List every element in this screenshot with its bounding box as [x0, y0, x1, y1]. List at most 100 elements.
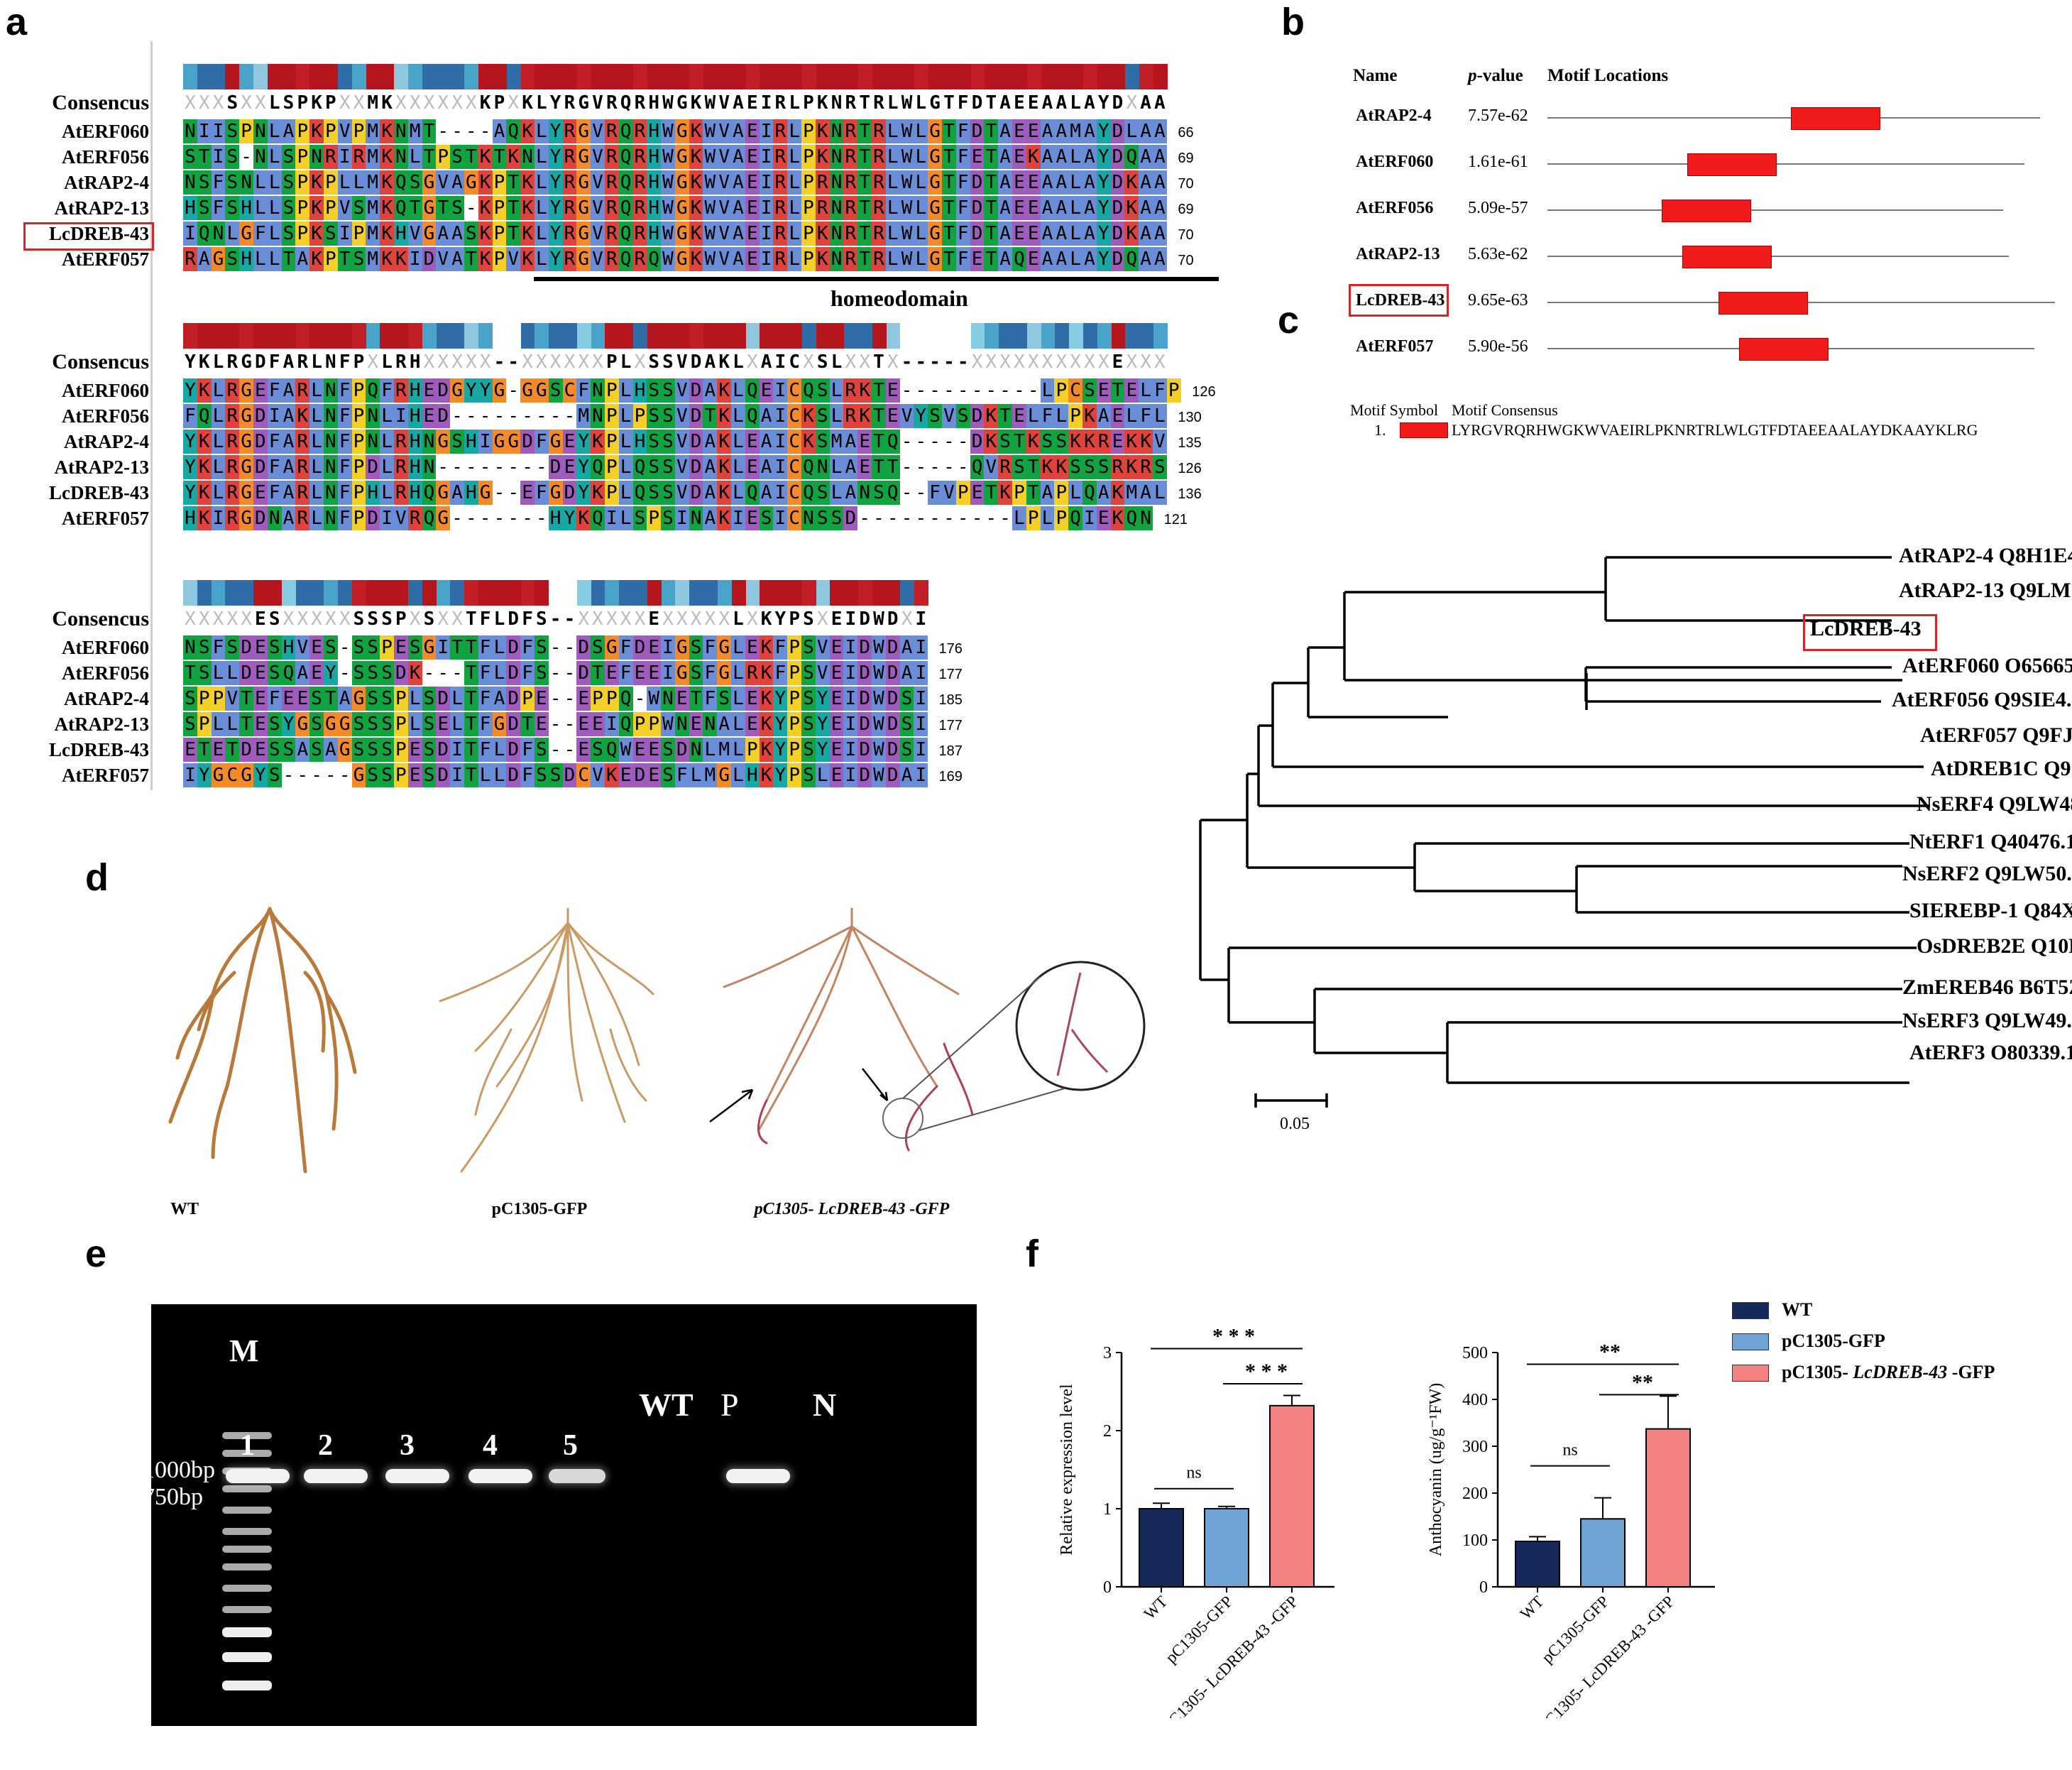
- motif-index: 1.: [1374, 421, 1386, 439]
- homeodomain-bar: [534, 277, 1219, 281]
- bar: [1515, 1540, 1560, 1588]
- gel-lane-label: P: [720, 1387, 739, 1423]
- tree-scale-label: 0.05: [1280, 1115, 1310, 1133]
- x-tick-label: WT: [1141, 1593, 1171, 1623]
- motif-row-pvalue: 5.63e-62: [1468, 245, 1528, 263]
- y-tick-label: 100: [1462, 1531, 1488, 1550]
- bar: [1269, 1404, 1315, 1588]
- significance-stars-2: **: [1632, 1370, 1653, 1394]
- ladder-band: [222, 1563, 272, 1570]
- significance-ns: ns: [1562, 1441, 1577, 1460]
- sequence-position: 69: [1178, 202, 1194, 217]
- sequence-position: 187: [938, 743, 963, 759]
- ladder-band: [222, 1507, 272, 1514]
- gel-lane-label: N: [813, 1387, 837, 1423]
- significance-ns: ns: [1186, 1464, 1201, 1482]
- arrows: [709, 1068, 889, 1122]
- phylogenetic-tree: AtRAP2-4 Q8H1E4.1AtRAP2-13 Q9LM15.1LcDRE…: [1193, 525, 2072, 1150]
- motif-row-name: AtRAP2-4: [1356, 106, 1432, 125]
- motif-row-pvalue: 5.09e-57: [1468, 199, 1528, 217]
- sequence-name: AtRAP2-13: [54, 197, 149, 219]
- alignment-divider: [150, 41, 153, 790]
- motif-location-box: [1661, 200, 1751, 222]
- ladder-band: [222, 1432, 272, 1439]
- tree-leaf-label: NtERF1 Q40476.1: [1909, 830, 2072, 853]
- gel-band: [468, 1469, 532, 1483]
- gel-marker-label: M: [229, 1333, 259, 1368]
- gel-band: [304, 1469, 368, 1483]
- conservation-bar: [183, 580, 929, 606]
- legend-swatch: [1732, 1302, 1769, 1319]
- gfp-root-image: [439, 907, 654, 1173]
- sequence-name: AtERF060: [62, 637, 149, 658]
- tree-leaf-label: AtERF3 O80339.1: [1909, 1041, 2072, 1064]
- y-tick-label: 0: [1103, 1578, 1112, 1597]
- tree-leaf-label: SIEREBP-1 Q84XB3.1: [1909, 899, 2072, 922]
- y-tick-label: 0: [1479, 1578, 1488, 1597]
- gel-lane-label: 3: [400, 1429, 415, 1462]
- root-label-lcdreb: pC1305- LcDREB-43 -GFP: [754, 1200, 950, 1218]
- sequence-position: 121: [1163, 512, 1188, 528]
- homeodomain-label: homeodomain: [831, 285, 968, 311]
- legend-swatch: [1732, 1333, 1769, 1350]
- sequence-name: LcDREB-43: [49, 739, 149, 760]
- motif-row-pvalue: 1.61e-61: [1468, 153, 1528, 171]
- tree-leaf-label: ZmEREB46 B6T5Z6.1: [1902, 976, 2072, 999]
- magnify-large-circle: [1015, 961, 1146, 1091]
- gel-band: [549, 1469, 605, 1483]
- sequence-name: AtERF056: [62, 405, 149, 427]
- motif-location-box: [1682, 246, 1772, 268]
- gel-lane-label: 2: [318, 1429, 333, 1462]
- wt-root-image: [168, 907, 357, 1174]
- root-photos: WT pC1305-GFP pC1305- LcDREB-43 -GFP: [142, 887, 1171, 1228]
- motif-track-line: [1547, 163, 2024, 165]
- sequence-name: AtERF057: [62, 765, 149, 786]
- significance-stars-2: * * *: [1245, 1360, 1288, 1383]
- tree-leaf-label: LcDREB-43: [1810, 617, 1922, 640]
- ladder-band: [222, 1585, 272, 1592]
- ladder-band: [222, 1485, 272, 1492]
- motif-row-pvalue: 9.65e-63: [1468, 291, 1528, 310]
- legend-label: pC1305- LcDREB-43 -GFP: [1782, 1362, 1995, 1382]
- sequence-name: LcDREB-43: [49, 223, 149, 244]
- sequence-name: AtERF057: [62, 248, 149, 270]
- root-label-wt: WT: [170, 1200, 199, 1218]
- tree-leaf-label: AtERF057 Q9FJQ2.1: [1920, 723, 2072, 747]
- motif-location-box: [1718, 292, 1808, 315]
- ladder-band: [222, 1528, 272, 1535]
- gel-band: [726, 1469, 790, 1483]
- tree-leaf-label: NsERF3 Q9LW49.1: [1902, 1009, 2072, 1032]
- sequence-name: AtERF057: [62, 508, 149, 529]
- legend-swatch: [1732, 1365, 1769, 1382]
- motif-row-name: AtERF060: [1356, 153, 1434, 171]
- legend-label: pC1305-GFP: [1782, 1331, 1885, 1351]
- magnify-small-circle: [882, 1098, 923, 1139]
- significance-stars-1: * * *: [1212, 1325, 1255, 1348]
- motif-consensus-label: Motif Consensus: [1452, 401, 1558, 419]
- tree-leaf-label: OsDREB2E Q10R18: [1917, 934, 2072, 958]
- gel-band: [226, 1469, 290, 1483]
- y-tick-label: 3: [1103, 1344, 1112, 1362]
- y-tick-label: 300: [1462, 1438, 1488, 1456]
- motif-header-locations: Motif Locations: [1547, 66, 1669, 85]
- motif-track-line: [1547, 209, 2004, 211]
- sequence-name: AtERF060: [62, 121, 149, 142]
- sequence-name: AtERF056: [62, 146, 149, 168]
- sequence-name: AtRAP2-4: [64, 431, 149, 452]
- motif-row-name: AtERF057: [1356, 337, 1434, 356]
- root-label-gfp: pC1305-GFP: [491, 1200, 588, 1218]
